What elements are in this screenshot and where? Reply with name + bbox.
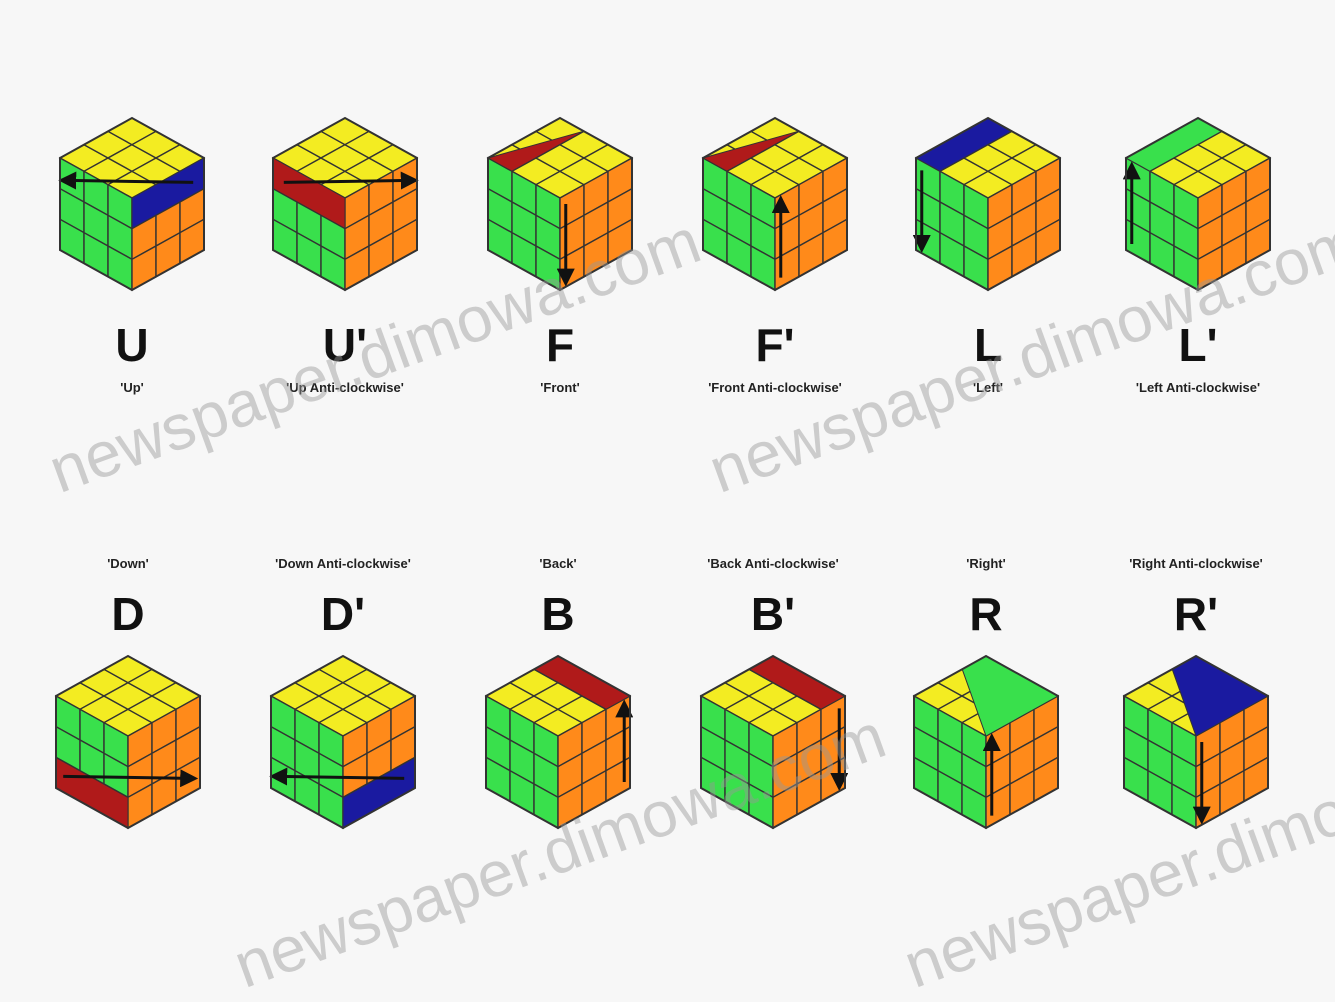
move-u: U 'Up' xyxy=(22,110,242,410)
cube-graphic xyxy=(908,110,1073,295)
cube-r-prime xyxy=(1116,648,1281,833)
cube-graphic xyxy=(480,110,645,295)
move-f-prime: F' 'Front Anti-clockwise' xyxy=(665,110,885,410)
move-caption: 'Left' xyxy=(878,380,1098,396)
cube-u xyxy=(52,110,217,295)
move-letter: L' xyxy=(1088,320,1308,370)
cube-l-prime xyxy=(1118,110,1283,295)
cube-graphic xyxy=(478,648,643,833)
cube-graphic xyxy=(693,648,858,833)
move-letter: R xyxy=(876,589,1096,639)
cube-graphic xyxy=(263,648,428,833)
cube-d-prime xyxy=(263,648,428,833)
move-letter: R' xyxy=(1086,589,1306,639)
move-r: 'Right' R xyxy=(876,556,1096,841)
move-letter: L xyxy=(878,320,1098,370)
turn-arrow xyxy=(278,776,404,778)
cube-graphic xyxy=(1118,110,1283,295)
turn-arrow xyxy=(284,180,410,182)
move-b: 'Back' B xyxy=(448,556,668,841)
move-caption: 'Right Anti-clockwise' xyxy=(1086,556,1306,572)
move-letter: D' xyxy=(233,589,453,639)
move-letter: U xyxy=(22,320,242,370)
move-caption: 'Right' xyxy=(876,556,1096,572)
move-caption: 'Front' xyxy=(450,380,670,396)
cube-graphic xyxy=(695,110,860,295)
move-caption: 'Down Anti-clockwise' xyxy=(233,556,453,572)
move-letter: D xyxy=(18,589,238,639)
cube-b-prime xyxy=(693,648,858,833)
move-l: L 'Left' xyxy=(878,110,1098,410)
cube-b xyxy=(478,648,643,833)
move-caption: 'Front Anti-clockwise' xyxy=(665,380,885,396)
move-caption: 'Back Anti-clockwise' xyxy=(663,556,883,572)
cube-f-prime xyxy=(695,110,860,295)
move-caption: 'Left Anti-clockwise' xyxy=(1088,380,1308,396)
cube-f xyxy=(480,110,645,295)
cube-notation-diagram: U 'Up' U' 'Up Anti-clockwise' F 'Front' … xyxy=(0,0,1335,939)
move-letter: F' xyxy=(665,320,885,370)
cube-graphic xyxy=(48,648,213,833)
turn-arrow xyxy=(63,776,189,778)
cube-graphic xyxy=(906,648,1071,833)
move-l-prime: L' 'Left Anti-clockwise' xyxy=(1088,110,1308,410)
move-letter: B xyxy=(448,589,668,639)
move-f: F 'Front' xyxy=(450,110,670,410)
move-u-prime: U' 'Up Anti-clockwise' xyxy=(235,110,455,410)
move-caption: 'Down' xyxy=(18,556,238,572)
cube-graphic xyxy=(52,110,217,295)
move-caption: 'Back' xyxy=(448,556,668,572)
turn-arrow xyxy=(67,180,193,182)
move-b-prime: 'Back Anti-clockwise' B' xyxy=(663,556,883,841)
move-caption: 'Up' xyxy=(22,380,242,396)
move-letter: U' xyxy=(235,320,455,370)
cube-graphic xyxy=(1116,648,1281,833)
move-letter: F xyxy=(450,320,670,370)
move-d: 'Down' D xyxy=(18,556,238,841)
move-letter: B' xyxy=(663,589,883,639)
move-r-prime: 'Right Anti-clockwise' R' xyxy=(1086,556,1306,841)
cube-r xyxy=(906,648,1071,833)
cube-graphic xyxy=(265,110,430,295)
move-d-prime: 'Down Anti-clockwise' D' xyxy=(233,556,453,841)
cube-u-prime xyxy=(265,110,430,295)
cube-l xyxy=(908,110,1073,295)
move-caption: 'Up Anti-clockwise' xyxy=(235,380,455,396)
cube-d xyxy=(48,648,213,833)
